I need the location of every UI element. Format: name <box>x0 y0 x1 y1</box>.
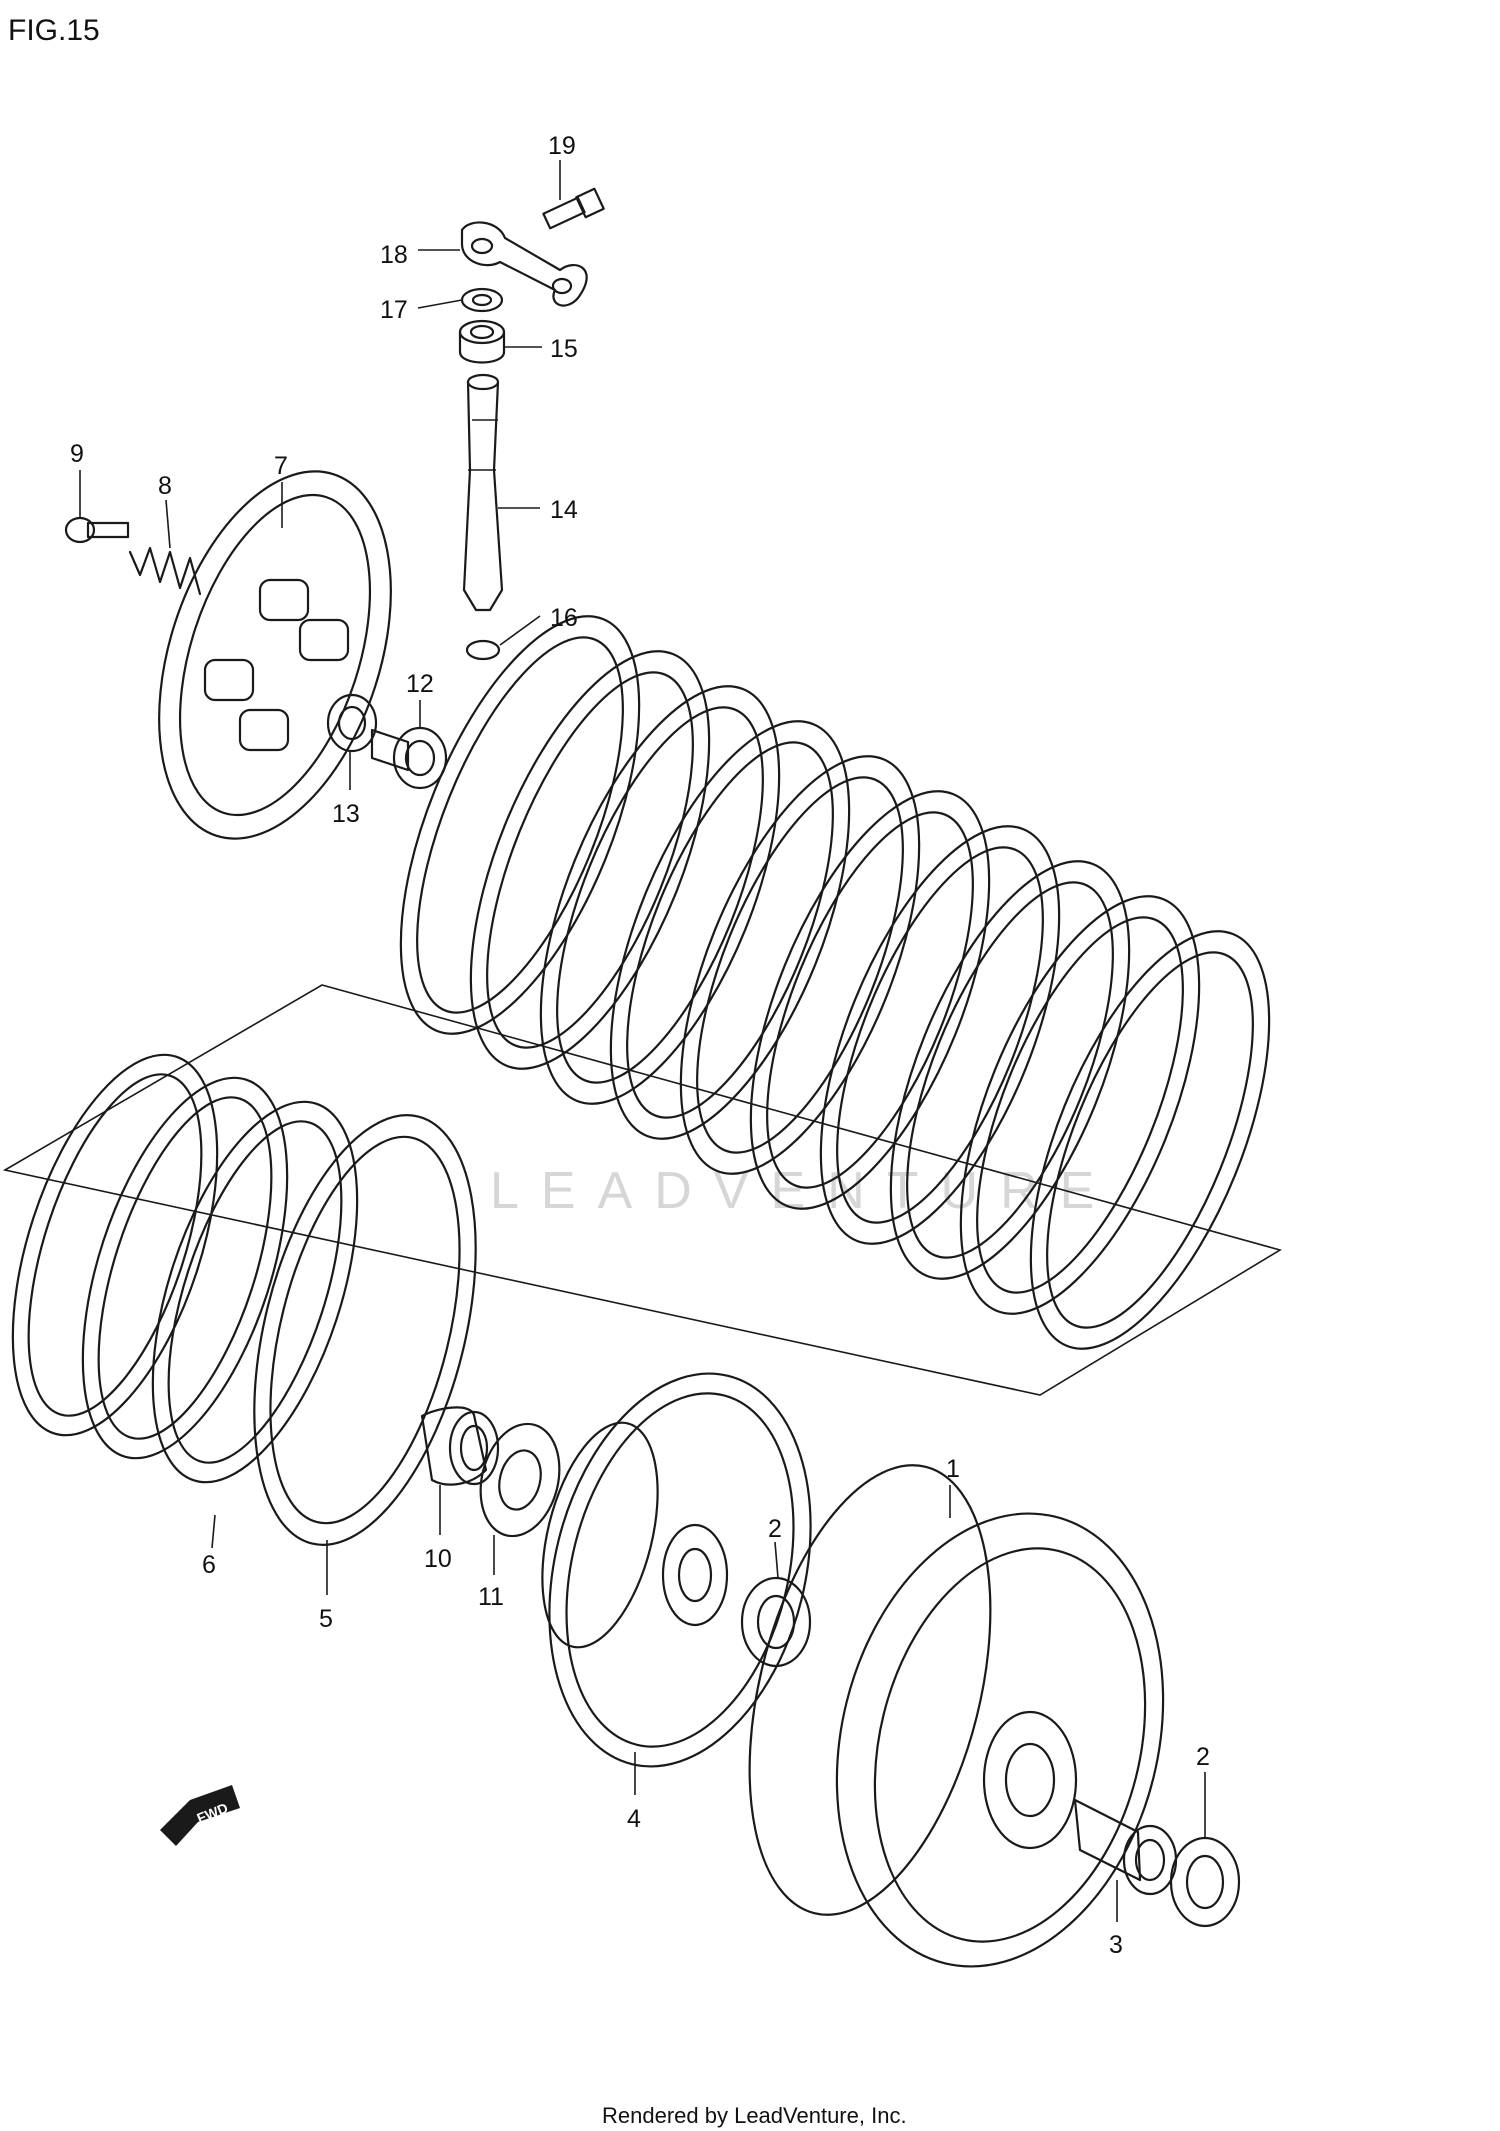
callout-11: 11 <box>478 1583 504 1611</box>
callout-3: 3 <box>1109 1931 1123 1959</box>
callout-12: 12 <box>406 670 434 698</box>
callout-9: 9 <box>70 440 84 468</box>
part-19-bolt <box>542 187 605 230</box>
callout-10: 10 <box>424 1545 452 1573</box>
part-4-sleeve-hub <box>541 1372 812 1768</box>
callout-13: 13 <box>332 800 360 828</box>
part-1-clutch-housing <box>748 1464 1165 1968</box>
part-14-release-shaft <box>462 373 504 612</box>
part-13-bearing <box>326 693 378 753</box>
part-9-bolt <box>64 516 130 544</box>
part-10-spacer <box>420 1406 500 1486</box>
part-15-oil-seal <box>458 319 506 364</box>
fwd-direction-arrow: FWD <box>160 1785 240 1846</box>
callout-2-upper: 2 <box>768 1515 782 1543</box>
part-2-thrust-washer-upper <box>740 1576 812 1668</box>
callout-19: 19 <box>548 132 576 160</box>
part-5-drive-plate <box>253 1114 477 1546</box>
part-11-lock-washer <box>479 1422 561 1538</box>
callout-17: 17 <box>380 296 408 324</box>
callout-18: 18 <box>380 241 408 269</box>
part-7-pressure-plate <box>158 470 392 840</box>
part-18-release-arm <box>460 221 588 307</box>
part-3-spacer-sleeve <box>1073 1798 1178 1896</box>
clutch-plate-stack <box>399 615 1271 1350</box>
part-12-release-piece <box>370 726 448 790</box>
part-16-washer <box>465 639 501 661</box>
part-6-plates <box>11 1053 359 1484</box>
callout-4: 4 <box>627 1805 641 1833</box>
callout-8: 8 <box>158 472 172 500</box>
watermark-text: LEADVENTURE <box>490 1162 1116 1220</box>
callout-14: 14 <box>550 496 578 524</box>
callout-1: 1 <box>946 1455 960 1483</box>
plate-stack-outline <box>2 984 1283 1396</box>
footer-credit: Rendered by LeadVenture, Inc. <box>602 2103 907 2128</box>
callout-16: 16 <box>550 604 578 632</box>
callout-2-lower: 2 <box>1196 1743 1210 1771</box>
callout-15: 15 <box>550 335 578 363</box>
callout-7: 7 <box>274 452 288 480</box>
part-17-washer <box>460 287 504 313</box>
leader-lines <box>79 160 1206 1922</box>
callout-6: 6 <box>202 1551 216 1579</box>
part-8-spring <box>128 546 202 596</box>
figure-title: FIG.15 <box>8 14 100 47</box>
callout-5: 5 <box>319 1605 333 1633</box>
part-2-thrust-washer-lower <box>1169 1836 1241 1928</box>
